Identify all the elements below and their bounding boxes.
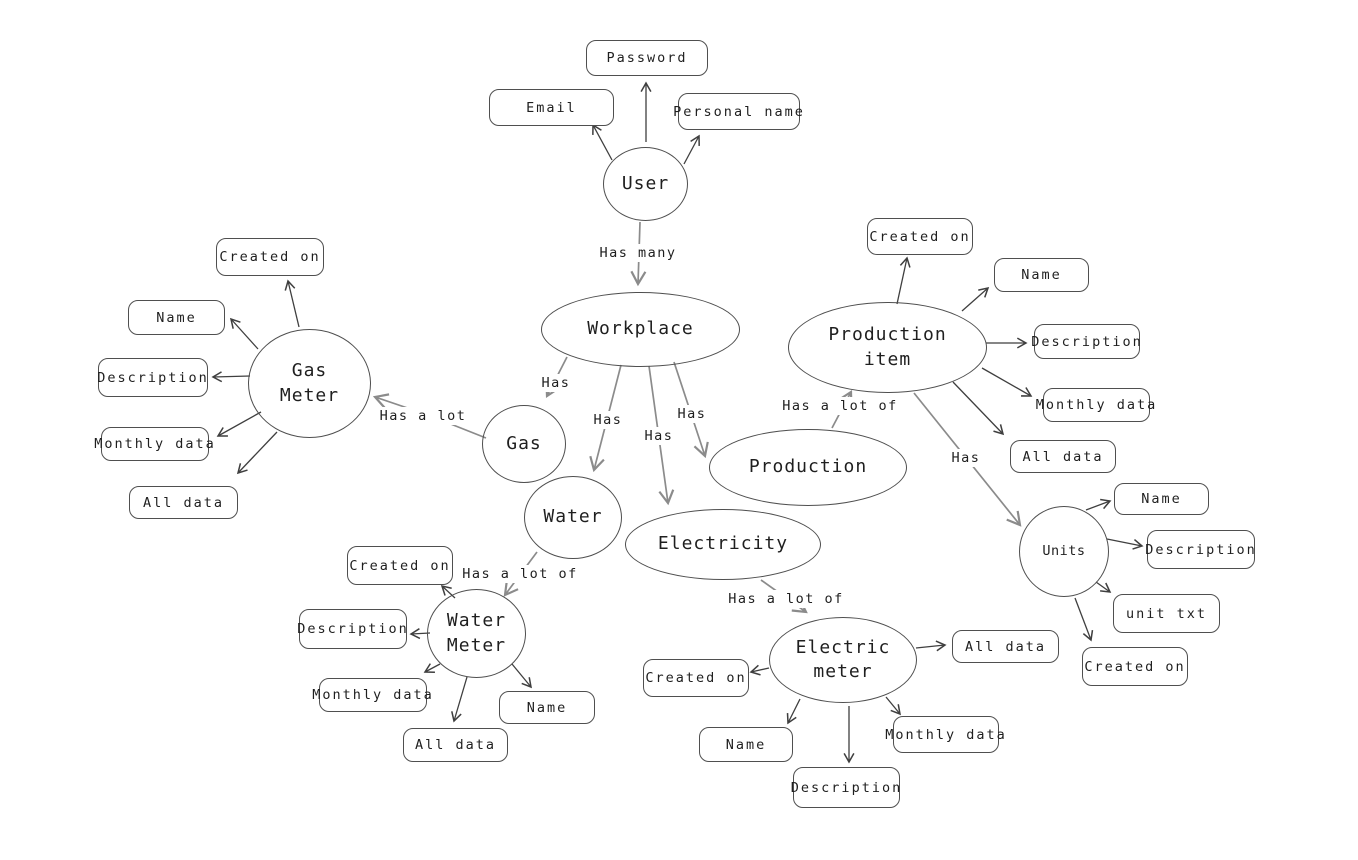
attr-units-unit-txt: unit txt [1113, 594, 1220, 633]
attr-electric-meter-description: Description [791, 767, 900, 808]
attr-water-meter-description: Description [297, 609, 407, 649]
entity-production: Production [709, 429, 907, 506]
relation-label-water-water-meter: Has a lot of [459, 565, 581, 583]
attr-user-email: Email [489, 89, 614, 126]
entity-electricity: Electricity [625, 509, 821, 580]
attr-gas-meter-monthly-data: Monthly data [94, 427, 214, 461]
relation-label-workplace-water: Has [590, 411, 626, 429]
entity-water: Water [524, 476, 622, 559]
attr-gas-meter-created-on: Created on [216, 238, 324, 276]
arrow-production-item-monthly-data [981, 367, 1033, 397]
arrow-electric-meter-created-on [749, 664, 770, 676]
arrow-units-description [1106, 538, 1144, 550]
arrow-electric-meter-all-data [915, 640, 947, 652]
attr-production-item-description: Description [1031, 324, 1141, 359]
attr-production-item-monthly-data: Monthly data [1036, 388, 1155, 422]
entity-units: Units [1019, 506, 1109, 597]
arrow-water-meter-name [511, 663, 532, 689]
attr-water-meter-created-on: Created on [347, 546, 453, 585]
entity-gas: Gas [482, 405, 566, 483]
arrow-user-personal-name [683, 134, 700, 165]
entity-gas-meter: Gas Meter [248, 329, 371, 438]
arrow-gas-meter-name [229, 317, 259, 350]
attr-water-meter-name: Name [499, 691, 595, 724]
attr-gas-meter-description: Description [97, 358, 208, 397]
attr-user-password: Password [586, 40, 708, 76]
arrow-water-meter-all-data [451, 676, 468, 723]
arrow-water-meter-monthly-data [423, 663, 441, 673]
relation-label-workplace-production: Has [674, 405, 710, 423]
attr-water-meter-monthly-data: Monthly data [312, 678, 432, 712]
entity-water-meter: Water Meter [427, 589, 526, 678]
attr-units-description: Description [1145, 530, 1255, 569]
arrow-production-item-name [961, 286, 990, 312]
attr-electric-meter-all-data: All data [952, 630, 1059, 663]
arrow-production-item-all-data [952, 381, 1005, 436]
relation-label-workplace-electricity: Has [641, 427, 677, 445]
attr-user-personal-name: Personal name [673, 93, 803, 130]
attr-water-meter-all-data: All data [403, 728, 508, 762]
arrow-units-name [1085, 498, 1112, 511]
arrow-user-email [592, 123, 613, 161]
arrow-gas-meter-description [211, 371, 251, 383]
attr-production-item-all-data: All data [1010, 440, 1116, 473]
attr-production-item-name: Name [994, 258, 1089, 292]
arrow-units-created-on [1074, 597, 1094, 642]
arrow-gas-meter-monthly-data [216, 411, 262, 437]
relation-label-workplace-gas: Has [538, 374, 574, 392]
arrow-gas-meter-created-on [284, 279, 300, 328]
attr-electric-meter-name: Name [699, 727, 793, 762]
arrow-units-unit-txt [1095, 581, 1112, 593]
attr-production-item-created-on: Created on [867, 218, 973, 255]
attr-electric-meter-monthly-data: Monthly data [885, 716, 1005, 753]
arrow-electric-meter-monthly-data [885, 696, 901, 716]
entity-electric-meter: Electric meter [769, 617, 917, 703]
entity-workplace: Workplace [541, 292, 740, 367]
attr-units-created-on: Created on [1082, 647, 1188, 686]
arrow-production-item-created-on [896, 256, 911, 305]
entity-production-item: Production item [788, 302, 987, 393]
relation-label-gas-gas-meter: Has a lot [376, 407, 470, 425]
arrow-water-meter-description [409, 628, 431, 640]
arrow-electric-meter-name [786, 698, 801, 725]
relation-label-production-item-units: Has [948, 449, 984, 467]
relation-label-production-production-item: Has a lot of [779, 397, 901, 415]
entity-user: User [603, 147, 688, 221]
attr-units-name: Name [1114, 483, 1209, 515]
attr-electric-meter-created-on: Created on [643, 659, 749, 697]
relation-label-user-workplace: Has many [596, 244, 680, 262]
attr-gas-meter-all-data: All data [129, 486, 238, 519]
attr-gas-meter-name: Name [128, 300, 225, 335]
relation-label-electricity-electric-meter: Has a lot of [725, 590, 847, 608]
arrow-gas-meter-all-data [236, 431, 278, 475]
